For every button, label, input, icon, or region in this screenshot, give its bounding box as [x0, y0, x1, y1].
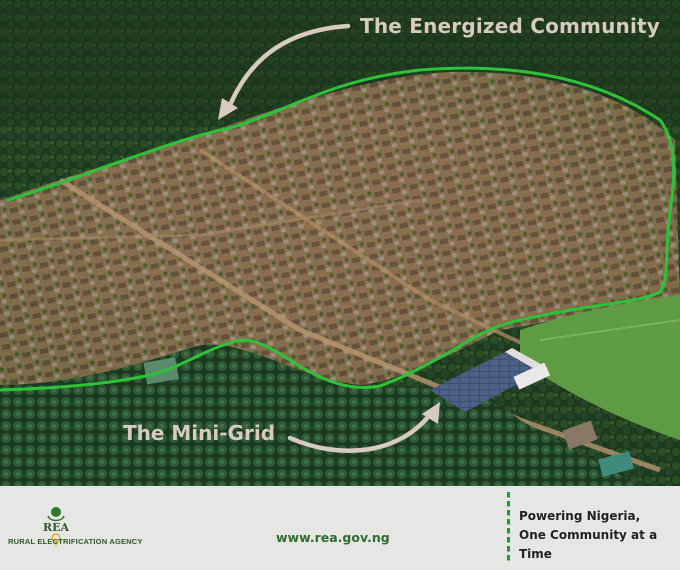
energized-community-label: The Energized Community	[360, 14, 661, 38]
mini-grid-label: The Mini-Grid	[123, 421, 276, 445]
slogan: Powering Nigeria, One Community at a Tim…	[519, 507, 680, 564]
arrow-to-community	[225, 23, 351, 113]
community-boundary	[0, 66, 676, 392]
slogan-line-2: One Community at a Time	[519, 528, 658, 561]
rea-logo-icon: REA	[43, 507, 70, 546]
slogan-line-1: Powering Nigeria,	[519, 509, 641, 523]
footer-divider	[507, 492, 510, 564]
arrow-to-minigrid	[287, 409, 435, 454]
aerial-scene	[0, 0, 680, 486]
agency-name: RURAL ELECTRIFICATION AGENCY	[8, 537, 143, 546]
solar-array	[430, 348, 551, 412]
arrow-head-top	[218, 98, 238, 120]
footer-banner: REA RURAL ELECTRIFICATION AGENCY www.rea…	[0, 486, 680, 570]
website-link[interactable]: www.rea.gov.ng	[276, 530, 390, 545]
aerial-photo: The Energized Community The Mini-Grid	[0, 0, 680, 486]
svg-text:REA: REA	[43, 521, 70, 534]
arrow-head-bottom	[422, 402, 440, 424]
